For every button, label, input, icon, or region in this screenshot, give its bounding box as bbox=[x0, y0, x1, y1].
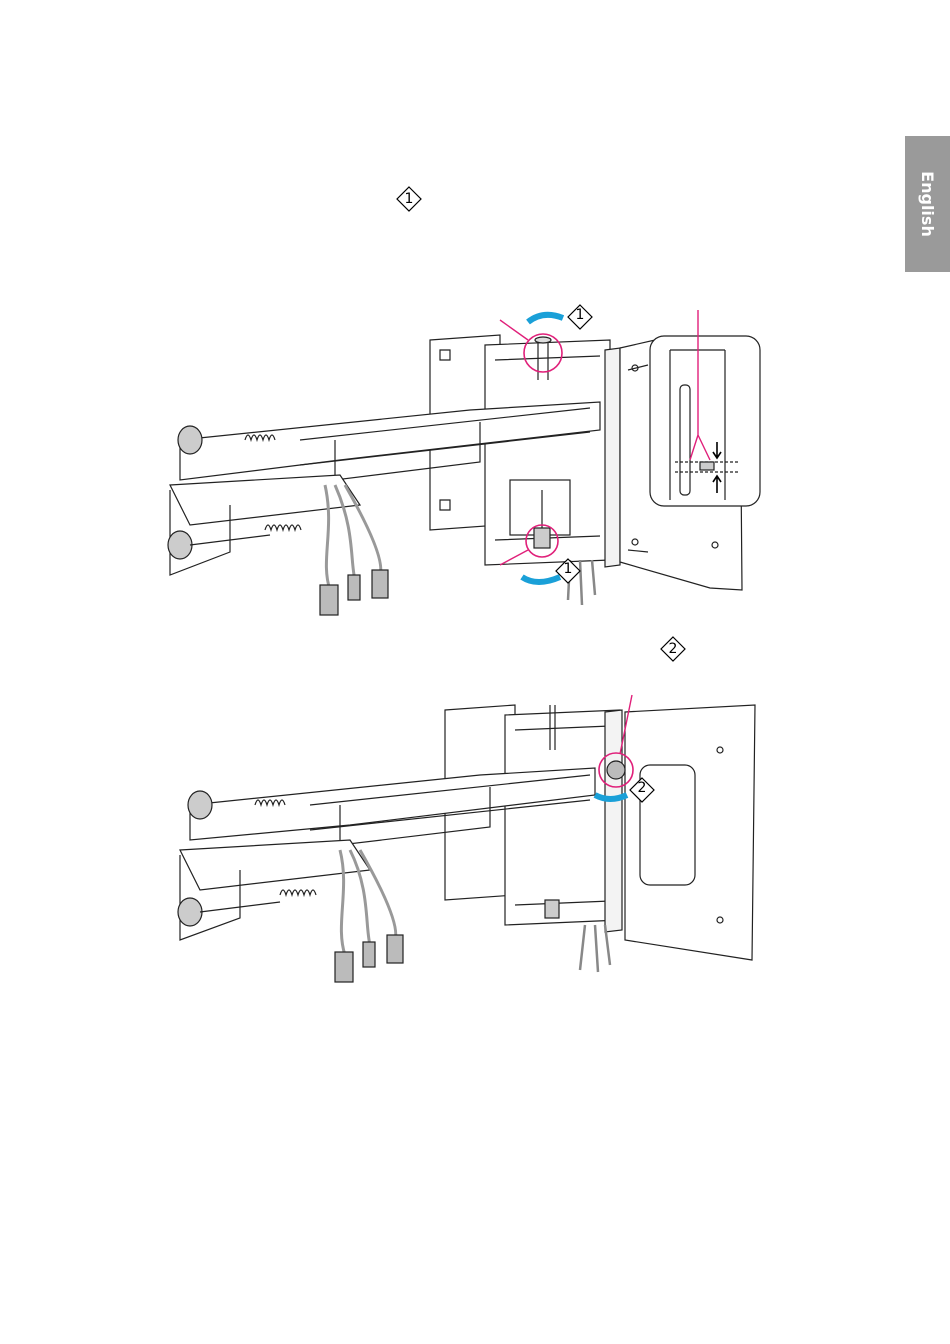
step-2-marker: 2 bbox=[660, 636, 686, 662]
mount-illustration-adjust: 2 bbox=[150, 690, 780, 1000]
step-1-marker: 1 bbox=[396, 186, 422, 212]
fig1-marker-bottom: 1 bbox=[558, 561, 578, 577]
fig1-marker-top: 1 bbox=[570, 307, 590, 323]
step-1-marker-label: 1 bbox=[396, 186, 422, 212]
mount-illustration-loosen: 1 1 bbox=[150, 290, 780, 630]
step-2-marker-label: 2 bbox=[660, 636, 686, 662]
fig2-marker: 2 bbox=[632, 780, 652, 796]
language-tab-label: English bbox=[905, 136, 950, 272]
language-tab: English bbox=[905, 136, 950, 272]
